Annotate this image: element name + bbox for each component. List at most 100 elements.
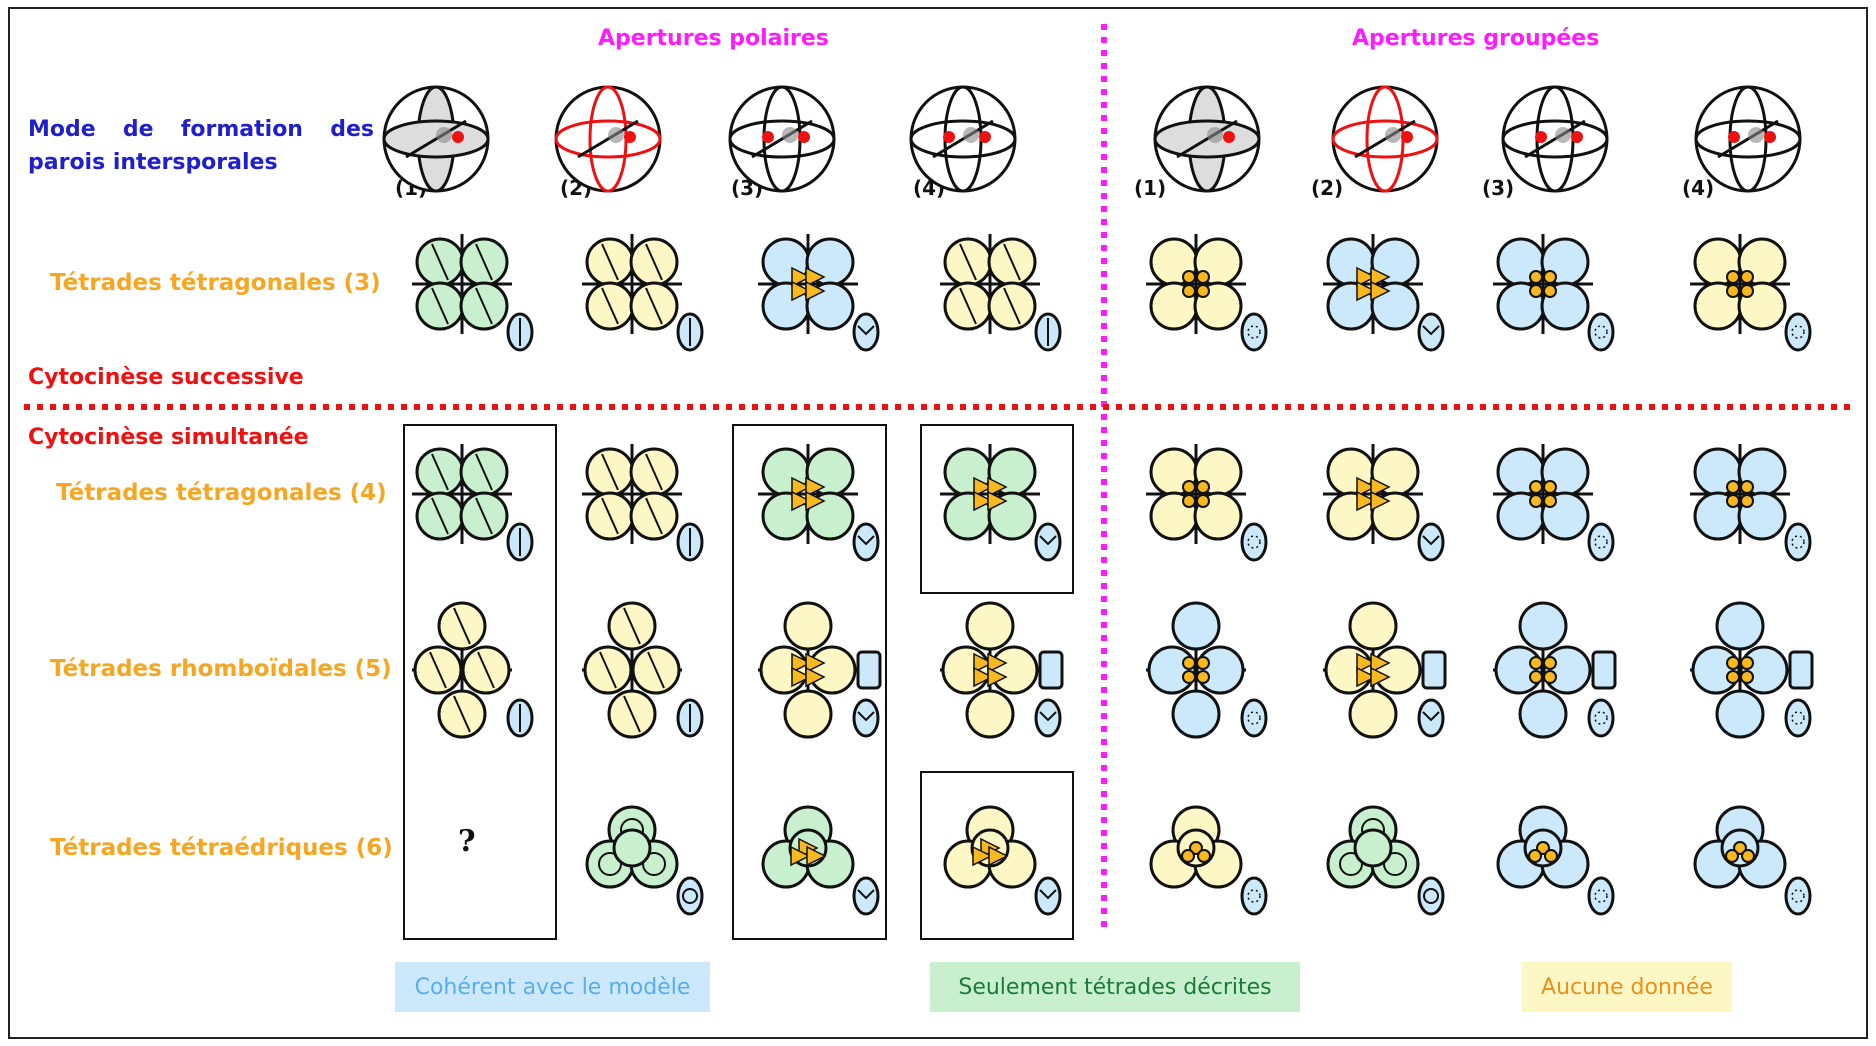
aperture [1543, 656, 1557, 670]
single-spore [1417, 876, 1445, 916]
aperture [805, 266, 826, 288]
single-spore [1034, 698, 1062, 738]
single-spore [1240, 876, 1268, 916]
spore-aperture [1422, 325, 1440, 336]
spore-aperture [1003, 287, 1021, 325]
tetrad [940, 444, 1062, 562]
aperture [1370, 652, 1391, 674]
single-spore [1587, 312, 1615, 352]
tetrad [940, 234, 1062, 352]
tetrad-drawings [412, 234, 1814, 916]
single-spore [676, 876, 704, 916]
sphere-diagram [554, 85, 662, 193]
aperture-shade [1748, 127, 1764, 143]
aperture-shade [1385, 127, 1401, 143]
tetrad [1149, 805, 1268, 916]
column-number: (2) [1311, 176, 1344, 200]
spore [1195, 645, 1245, 695]
spore-side-view [856, 650, 882, 690]
sphere-axis [1176, 119, 1238, 159]
aperture [1196, 284, 1210, 298]
label-simultaneous-cytokinesis: Cytocinèse simultanée [28, 425, 309, 450]
aperture [1528, 849, 1542, 863]
aperture-dot [943, 131, 955, 143]
spore [965, 601, 1015, 651]
single-spore [1784, 312, 1812, 352]
aperture [1740, 480, 1754, 494]
aperture [791, 476, 812, 498]
aperture-dot [1728, 131, 1740, 143]
sphere-equator [1501, 119, 1609, 159]
single-spore [1784, 876, 1812, 916]
sphere-equator [1694, 119, 1802, 159]
tetrad [1323, 601, 1447, 739]
aperture [1189, 841, 1203, 855]
aperture [1529, 284, 1543, 298]
aperture [1529, 480, 1543, 494]
aperture [987, 666, 1008, 688]
highlight-boxes [403, 424, 1074, 940]
sphere-axis [577, 119, 639, 159]
tetrad [943, 805, 1062, 916]
spore [1715, 601, 1765, 651]
sphere-axis [751, 119, 813, 159]
spore [1494, 645, 1544, 695]
aperture [1740, 670, 1754, 684]
spore-aperture [1594, 711, 1608, 725]
spore [1542, 645, 1592, 695]
spore-aperture [645, 243, 663, 281]
sphere-diagram [909, 85, 1017, 193]
aperture [1726, 656, 1740, 670]
spore [759, 645, 809, 695]
aperture [1740, 270, 1754, 284]
formation-spheres [382, 85, 1802, 193]
aperture [1543, 270, 1557, 284]
aperture-shade [1555, 127, 1571, 143]
aperture-shade [608, 127, 624, 143]
single-spore [1417, 312, 1445, 352]
tetrad [940, 601, 1064, 739]
row-label-tetragonal-4: Tétrades tétragonales (4) [56, 480, 387, 506]
aperture [805, 666, 826, 688]
spore-aperture [623, 695, 641, 733]
single-spore [852, 522, 880, 562]
spore-aperture [857, 535, 875, 546]
header-grouped-apertures: Apertures groupées [1352, 26, 1600, 51]
aperture [1543, 480, 1557, 494]
tetrad [1690, 601, 1814, 739]
spore-aperture [431, 497, 449, 535]
aperture [1182, 670, 1196, 684]
unknown-mark: ? [458, 824, 476, 859]
tetrad [1323, 444, 1445, 562]
tetrad [758, 234, 880, 352]
tetrad [582, 234, 704, 352]
tetrad [1690, 234, 1812, 352]
spore-aperture [857, 889, 875, 900]
legend-only-tetrads: Seulement tétrades décrites [930, 962, 1300, 1012]
spore-aperture [647, 651, 665, 689]
spore [989, 645, 1039, 695]
aperture [1370, 490, 1391, 512]
column-number: (1) [1134, 176, 1167, 200]
single-spore [1417, 522, 1445, 562]
spore [941, 645, 991, 695]
aperture-shade [1207, 127, 1223, 143]
aperture [1529, 270, 1543, 284]
aperture-dot [1535, 131, 1547, 143]
aperture [1726, 284, 1740, 298]
tetrad [1493, 601, 1617, 739]
spore-aperture [645, 453, 663, 491]
spore-aperture [1247, 325, 1261, 339]
spore [783, 601, 833, 651]
aperture [973, 666, 994, 688]
aperture [973, 652, 994, 674]
spore [1171, 601, 1221, 651]
spore-aperture [1791, 325, 1805, 339]
column-number: (3) [1482, 176, 1515, 200]
spore-aperture [431, 243, 449, 281]
sphere-axis [1524, 119, 1586, 159]
aperture [1536, 841, 1550, 855]
sphere-diagram [1501, 85, 1609, 193]
aperture [1181, 849, 1195, 863]
